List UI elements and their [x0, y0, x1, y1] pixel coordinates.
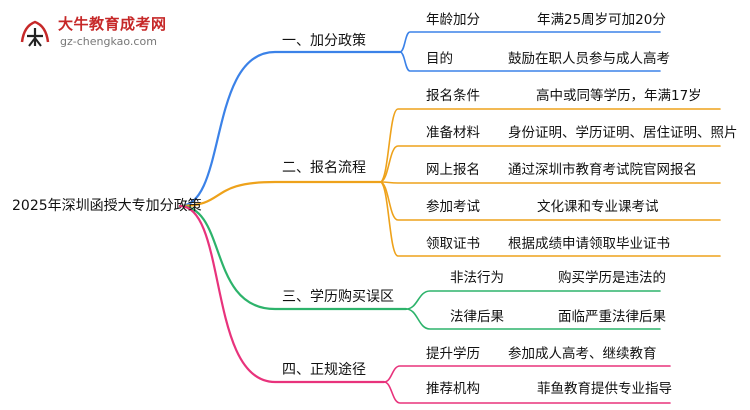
branch-4-item-2-label: 推荐机构: [426, 381, 480, 397]
branch-4-label: 四、正规途径: [282, 362, 366, 378]
branch-2-item-4-label: 参加考试: [426, 199, 480, 215]
branch-1-connector: [178, 50, 402, 208]
branch-2-item-1-label: 报名条件: [426, 88, 480, 104]
branch-4-item-2-connector: [383, 381, 671, 404]
branch-3-item-1-connector: [405, 290, 661, 310]
branch-2-item-1-connector: [379, 108, 721, 183]
logo-mark-icon: [20, 20, 50, 47]
branch-2-item-3-label: 网上报名: [426, 162, 480, 178]
branch-4-item-1-label: 提升学历: [426, 346, 480, 362]
branch-3-item-1-value: 购买学历是违法的: [558, 270, 666, 286]
branch-3-connector: [178, 204, 408, 311]
branch-1-item-1-value: 年满25周岁可加20分: [537, 12, 666, 28]
branch-3-item-1-label: 非法行为: [450, 270, 504, 286]
branch-3-item-2-connector: [405, 308, 661, 330]
branch-3-label: 三、学历购买误区: [282, 289, 394, 305]
branch-2-item-3-value: 通过深圳市教育考试院官网报名: [508, 162, 697, 178]
branch-2-item-2-label: 准备材料: [426, 125, 480, 141]
branch-1-item-1-connector: [399, 31, 661, 53]
branch-3-item-2-label: 法律后果: [450, 309, 504, 325]
site-logo: 大牛教育成考网 gz-chengkao.com: [18, 14, 168, 54]
branch-2-connector: [178, 180, 382, 208]
branch-2-item-2-connector: [379, 145, 721, 183]
branch-4-connector: [178, 204, 386, 384]
branch-2-item-5-connector: [379, 181, 721, 257]
branch-2-item-1-value: 高中或同等学历，年满17岁: [536, 88, 702, 104]
logo-url: gz-chengkao.com: [60, 35, 157, 48]
branch-1-item-2-value: 鼓励在职人员参与成人高考: [508, 51, 670, 67]
branch-2-item-3-connector: [379, 181, 721, 184]
branch-1-item-2-connector: [399, 51, 661, 72]
branch-2-item-5-value: 根据成绩申请领取毕业证书: [508, 236, 670, 252]
branch-2-label: 二、报名流程: [282, 160, 366, 176]
branch-2-item-2-value: 身份证明、学历证明、居住证明、照片: [508, 125, 738, 141]
branch-4-item-1-value: 参加成人高考、继续教育: [508, 346, 657, 362]
branch-1-label: 一、加分政策: [282, 33, 366, 49]
logo-name: 大牛教育成考网: [58, 15, 167, 33]
branch-4-item-1-connector: [383, 365, 671, 383]
branch-2-item-4-value: 文化课和专业课考试: [537, 199, 659, 215]
branch-1-item-2-label: 目的: [426, 51, 453, 67]
branch-2-item-5-label: 领取证书: [426, 236, 480, 252]
root-node: 2025年深圳函授大专加分政策: [12, 198, 202, 214]
branch-3-item-2-value: 面临严重法律后果: [558, 309, 666, 325]
branch-4-item-2-value: 菲鱼教育提供专业指导: [537, 381, 672, 397]
branch-1-item-1-label: 年龄加分: [426, 12, 480, 28]
